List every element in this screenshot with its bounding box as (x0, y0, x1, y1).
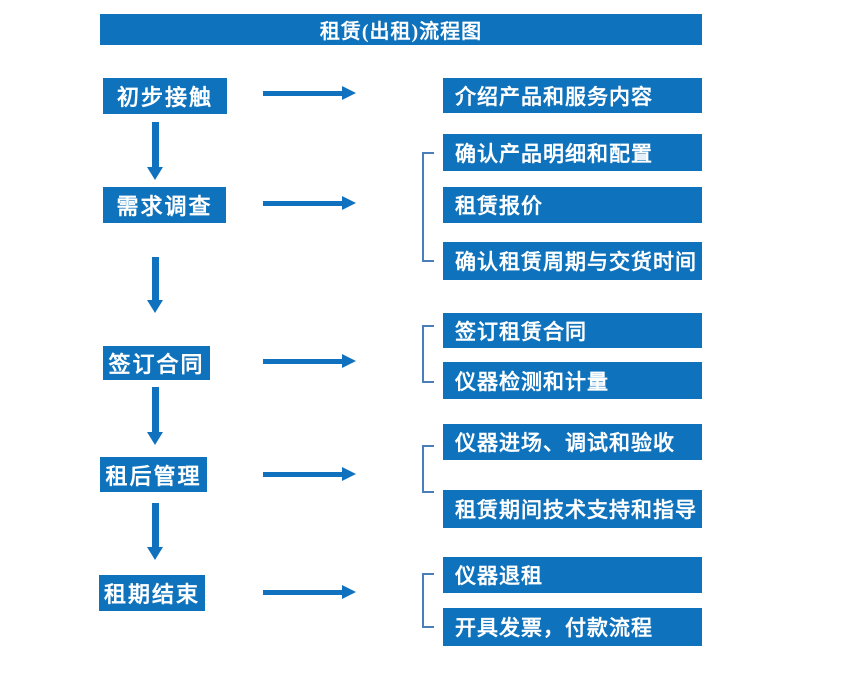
detail-box-invoice-payment: 开具发票，付款流程 (443, 608, 702, 646)
detail-box-instrument-return: 仪器退租 (443, 557, 702, 593)
detail-box-introduce-products: 介绍产品和服务内容 (443, 78, 702, 113)
right-arrow-shaft (263, 472, 343, 477)
down-arrow-shaft (152, 257, 159, 300)
detail-box-confirm-product-details: 确认产品明细和配置 (443, 134, 702, 171)
detail-box-instrument-inspection: 仪器检测和计量 (443, 362, 702, 399)
down-arrow-head (147, 167, 163, 180)
bracket-sign-contract-group (422, 325, 434, 383)
detail-box-rental-quotation: 租赁报价 (443, 187, 702, 223)
stage-box-demand-survey: 需求调查 (103, 187, 226, 223)
detail-box-instrument-setup-acceptance: 仪器进场、调试和验收 (443, 424, 702, 460)
right-arrow-head (342, 86, 356, 100)
down-arrow-shaft (152, 122, 159, 167)
right-arrow-head (342, 467, 356, 481)
down-arrow-head (147, 432, 163, 445)
down-arrow-head (147, 547, 163, 560)
down-arrow-shaft (152, 387, 159, 432)
detail-box-technical-support: 租赁期间技术支持和指导 (443, 490, 702, 528)
down-arrow-head (147, 300, 163, 313)
stage-box-sign-contract: 签订合同 (103, 346, 210, 380)
right-arrow-head (342, 196, 356, 210)
stage-box-initial-contact: 初步接触 (103, 78, 227, 114)
stage-box-post-rental-management: 租后管理 (100, 457, 207, 492)
bracket-rental-end-group (422, 573, 434, 628)
right-arrow-shaft (263, 359, 343, 364)
down-arrow-shaft (152, 503, 159, 547)
bracket-post-rental-group (422, 445, 434, 493)
right-arrow-head (342, 585, 356, 599)
right-arrow-head (342, 354, 356, 368)
title-bar: 租赁(出租)流程图 (100, 14, 702, 45)
stage-box-rental-end: 租期结束 (99, 575, 205, 611)
right-arrow-shaft (263, 590, 343, 595)
detail-box-confirm-rental-period: 确认租赁周期与交货时间 (443, 242, 702, 280)
page-title: 租赁(出租)流程图 (319, 21, 483, 43)
right-arrow-shaft (263, 201, 343, 206)
bracket-demand-survey-group (422, 152, 434, 262)
right-arrow-shaft (263, 91, 343, 96)
detail-box-sign-rental-contract: 签订租赁合同 (443, 313, 702, 348)
